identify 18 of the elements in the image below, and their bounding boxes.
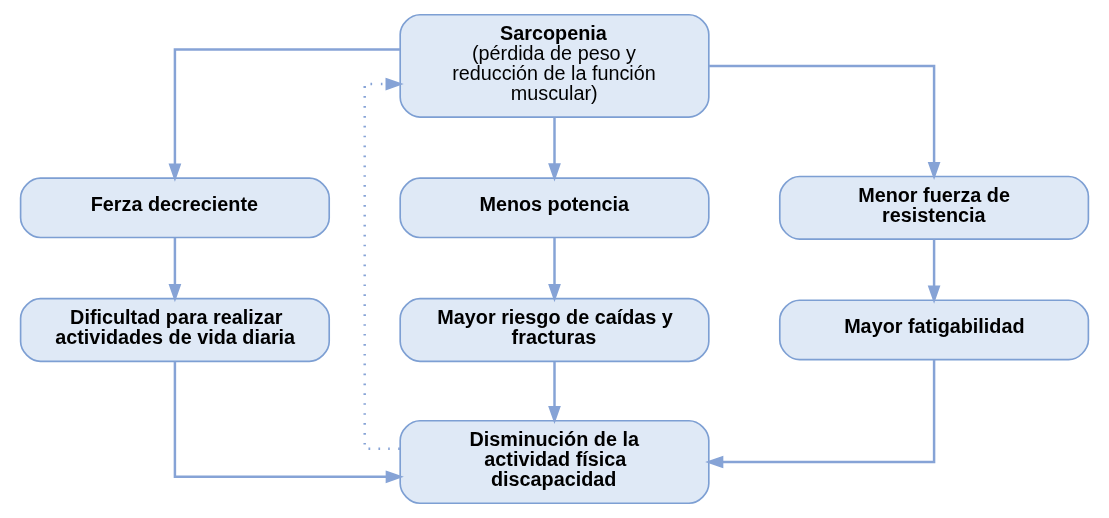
node-box: Mayor riesgo de caídas y fracturas bbox=[399, 297, 710, 363]
arrow bbox=[548, 361, 561, 425]
arrow bbox=[705, 359, 936, 469]
node-box: Dificultad para realizar actividades de vida diaria bbox=[19, 297, 331, 363]
arrow bbox=[548, 117, 561, 182]
arrow bbox=[168, 238, 182, 303]
arrow bbox=[708, 64, 941, 181]
arrow bbox=[927, 239, 941, 304]
node-box: Menor fuerza de resistencia bbox=[778, 175, 1090, 241]
node-box: Ferza decreciente bbox=[19, 177, 331, 239]
node-box: Sarcopenia (pérdida de peso y reducción de la función muscular) bbox=[399, 13, 710, 118]
arrow bbox=[173, 361, 404, 484]
arrow bbox=[168, 48, 401, 182]
arrow bbox=[363, 77, 404, 451]
node-box: Menos potencia bbox=[399, 177, 710, 239]
node-box: Disminución de la actividad física discapacidad bbox=[399, 419, 710, 505]
node-box: Mayor fatigabilidad bbox=[778, 299, 1090, 361]
arrow bbox=[548, 238, 561, 303]
